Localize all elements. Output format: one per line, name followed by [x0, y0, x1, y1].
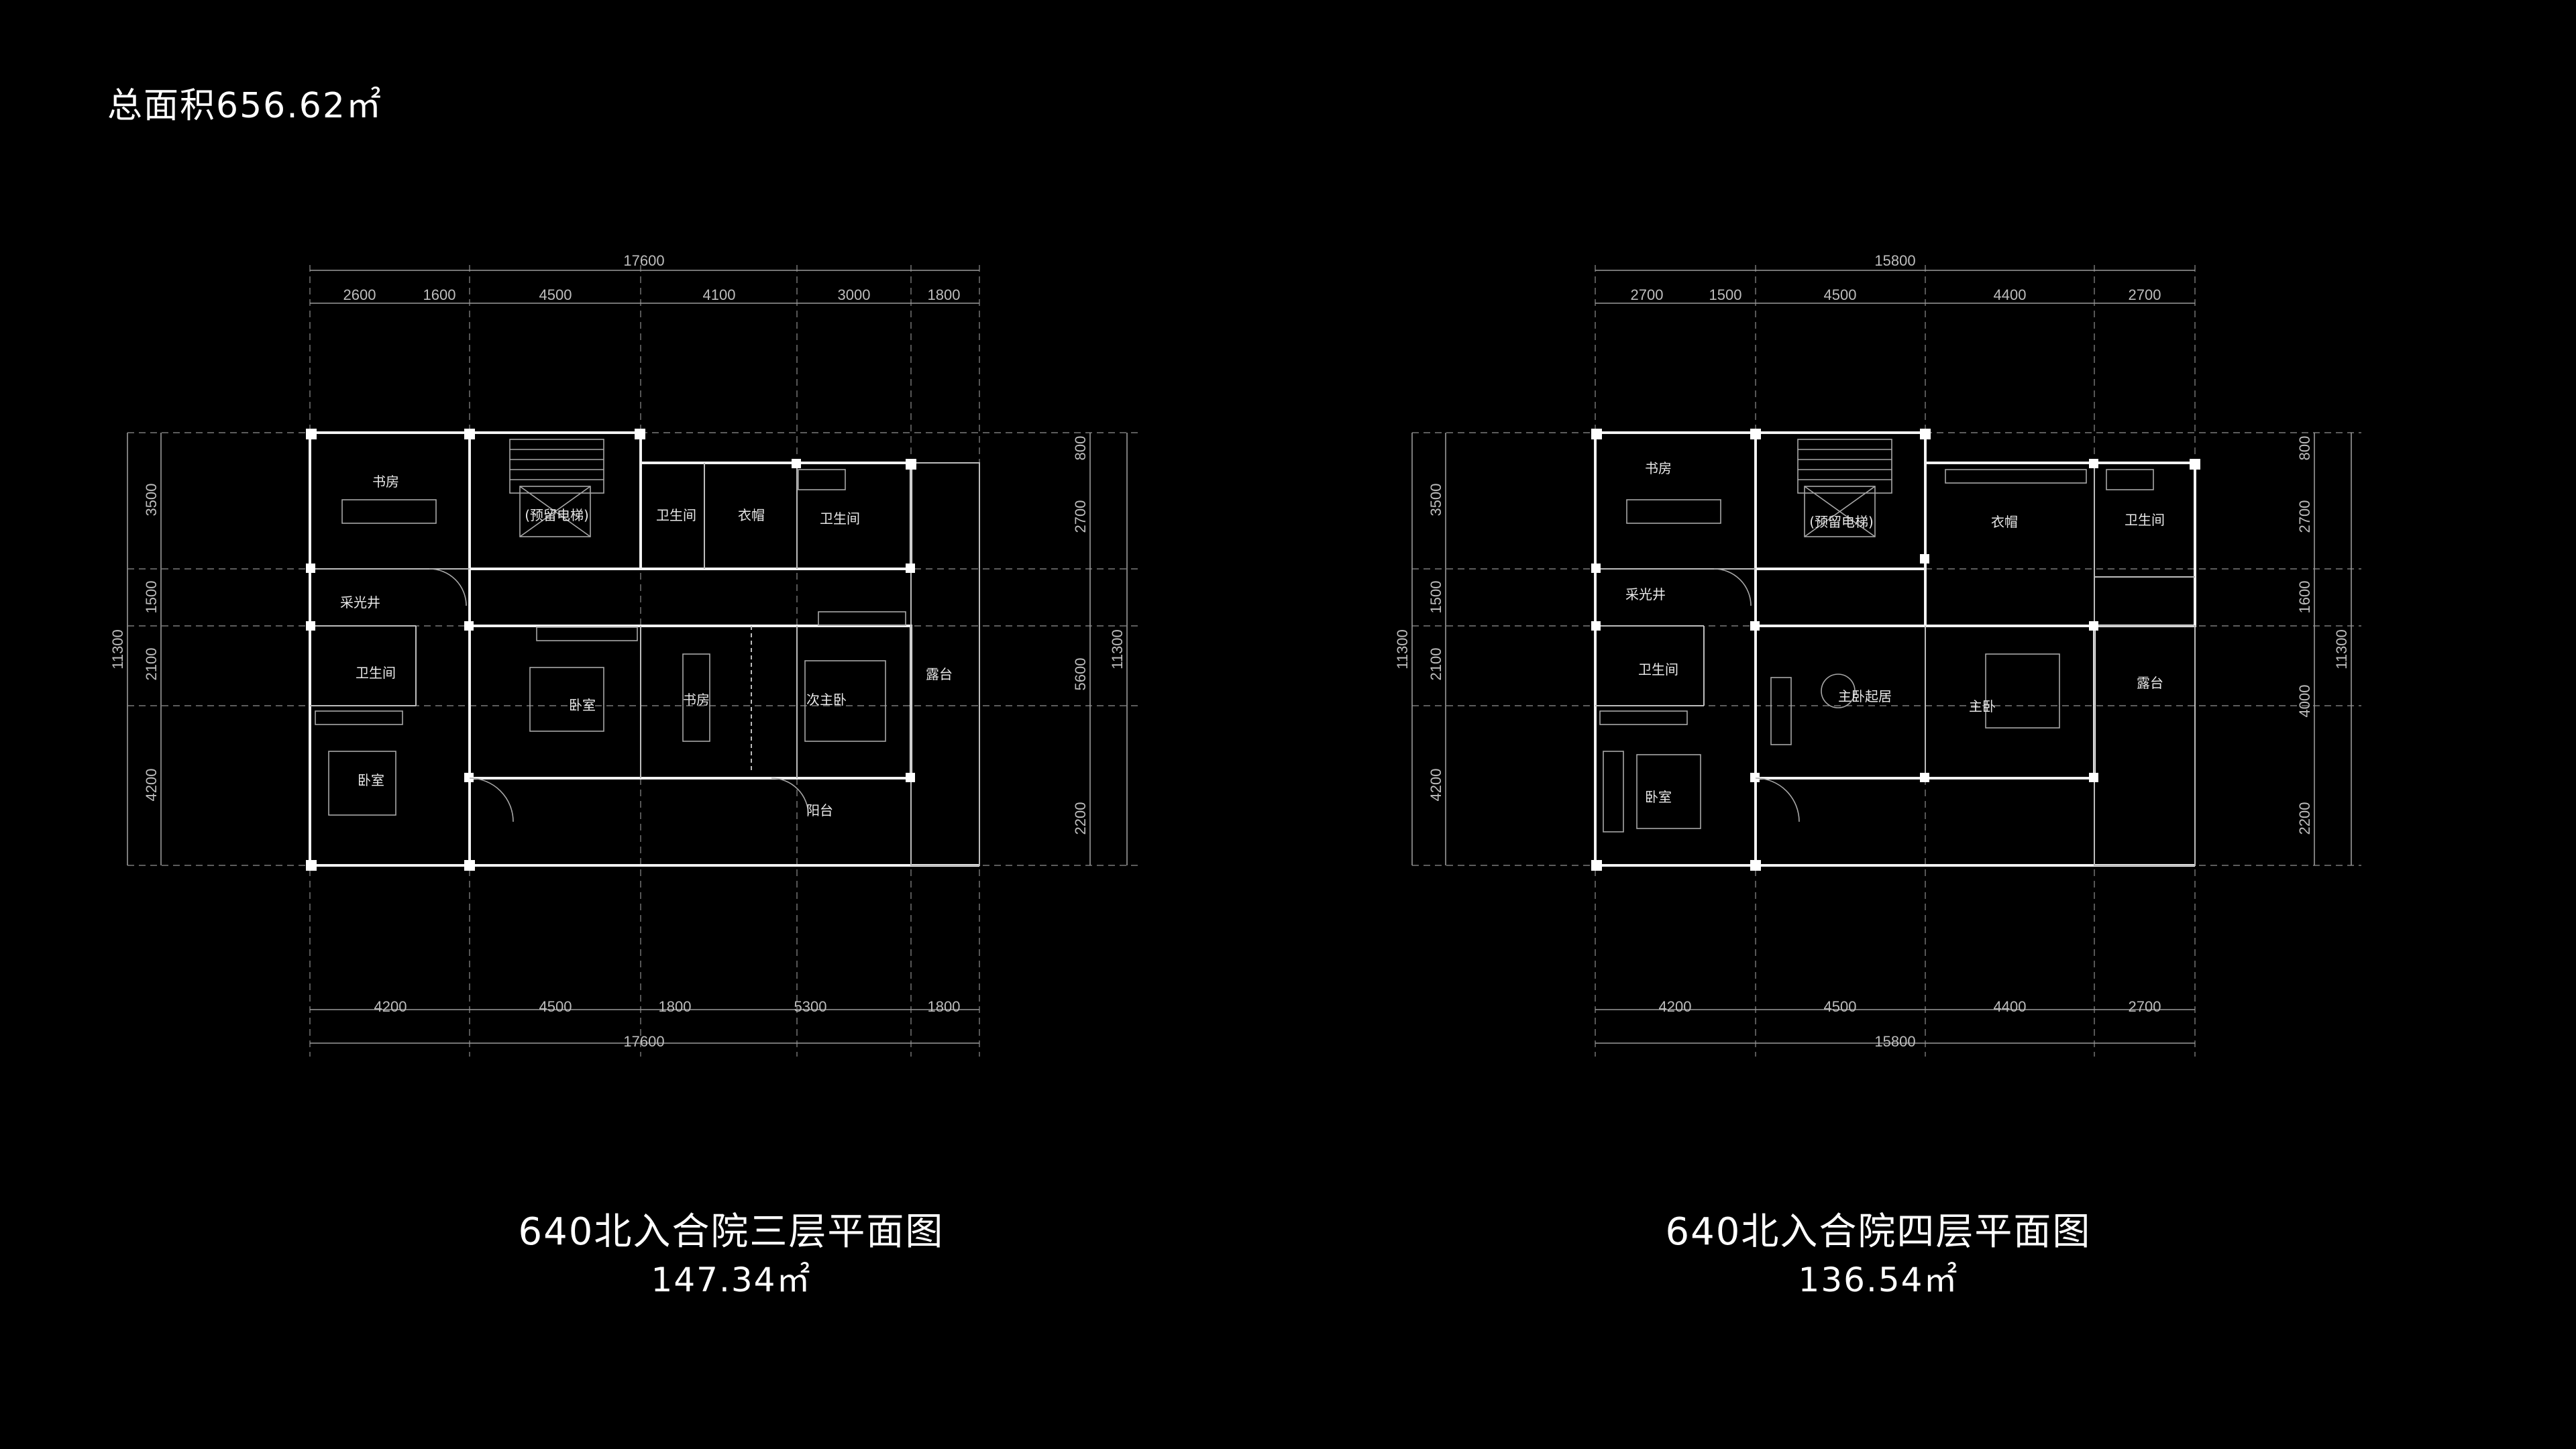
room-closet: 衣帽 [738, 507, 765, 523]
plan3-area: 147.34㎡ [651, 1260, 812, 1299]
svg-text:2700: 2700 [2129, 286, 2161, 303]
svg-text:1600: 1600 [2296, 581, 2313, 614]
svg-text:4200: 4200 [374, 998, 407, 1015]
svg-text:4500: 4500 [539, 286, 572, 303]
room-labels: 书房 (预留电梯) 卫生间 衣帽 卫生间 采光井 卫生间 卧室 书房 次主卧 露… [340, 474, 953, 818]
fixtures [1599, 439, 2154, 833]
svg-text:3000: 3000 [838, 286, 871, 303]
room-bedroom-1: 卧室 [569, 697, 596, 713]
svg-text:15800: 15800 [1874, 1033, 1915, 1050]
svg-text:5600: 5600 [1072, 658, 1089, 691]
svg-text:17600: 17600 [623, 252, 664, 269]
svg-text:3500: 3500 [143, 484, 160, 517]
room-lightwell: 采光井 [340, 594, 380, 610]
svg-text:4500: 4500 [539, 998, 572, 1015]
dimension-lines [1411, 270, 2352, 1044]
svg-text:2200: 2200 [1072, 802, 1089, 835]
walls [309, 431, 980, 867]
svg-text:800: 800 [1072, 436, 1089, 461]
room-balcony: 阳台 [806, 802, 833, 818]
svg-text:5300: 5300 [794, 998, 827, 1015]
svg-text:4500: 4500 [1824, 998, 1857, 1015]
plan-fourth-floor: 书房 (预留电梯) 衣帽 卫生间 采光井 卫生间 主卧起居 主卧 露台 卧室 1… [1394, 252, 2361, 1299]
room-terrace: 露台 [926, 666, 953, 682]
columns [1591, 429, 2200, 871]
svg-text:1600: 1600 [423, 286, 456, 303]
svg-text:1500: 1500 [1428, 581, 1444, 614]
room-bath-3: 卫生间 [356, 665, 396, 681]
svg-text:2700: 2700 [1631, 286, 1664, 303]
svg-text:4200: 4200 [1659, 998, 1692, 1015]
svg-text:11300: 11300 [109, 629, 126, 669]
plan4-title: 640北入合院四层平面图 [1666, 1210, 2092, 1254]
room-study-left: 书房 [372, 474, 399, 490]
svg-text:15800: 15800 [1874, 252, 1915, 269]
room-study: 书房 [1645, 460, 1672, 476]
room-master-living: 主卧起居 [1838, 688, 1892, 704]
room-labels: 书房 (预留电梯) 衣帽 卫生间 采光井 卫生间 主卧起居 主卧 露台 卧室 [1625, 460, 2165, 805]
svg-text:2100: 2100 [143, 648, 160, 681]
room-bath-1: 卫生间 [656, 507, 696, 523]
room-closet: 衣帽 [1991, 514, 2018, 530]
svg-text:4400: 4400 [1994, 998, 2027, 1015]
svg-text:1500: 1500 [143, 581, 160, 614]
svg-text:17600: 17600 [623, 1033, 664, 1050]
svg-text:3500: 3500 [1428, 484, 1444, 517]
room-bath-1: 卫生间 [2125, 512, 2165, 528]
dimension-text: 15800 2700 1500 4500 4400 2700 4200 4500… [1394, 252, 2350, 1050]
total-area-title: 总面积656.62㎡ [107, 86, 382, 126]
svg-text:2100: 2100 [1428, 648, 1444, 681]
svg-text:2200: 2200 [2296, 802, 2313, 835]
svg-text:11300: 11300 [1394, 629, 1411, 669]
fixtures [315, 439, 906, 822]
room-terrace: 露台 [2137, 675, 2163, 691]
svg-text:800: 800 [2296, 436, 2313, 461]
room-bath-2: 卫生间 [820, 511, 860, 527]
walls [1594, 431, 2196, 867]
svg-text:4400: 4400 [1994, 286, 2027, 303]
svg-text:4000: 4000 [2296, 685, 2313, 718]
room-lightwell: 采光井 [1625, 586, 1666, 602]
svg-text:1500: 1500 [1709, 286, 1742, 303]
room-elevator: (预留电梯) [525, 507, 589, 523]
room-elevator: (预留电梯) [1809, 514, 1874, 530]
room-bath-2: 卫生间 [1638, 661, 1678, 678]
svg-text:11300: 11300 [2333, 629, 2350, 669]
svg-text:4200: 4200 [1428, 769, 1444, 802]
columns [306, 429, 916, 871]
room-second-master: 次主卧 [806, 692, 847, 708]
plan-third-floor: 书房 (预留电梯) 卫生间 衣帽 卫生间 采光井 卫生间 卧室 书房 次主卧 露… [109, 252, 1140, 1299]
svg-text:2700: 2700 [2296, 500, 2313, 533]
svg-text:1800: 1800 [928, 998, 961, 1015]
dimension-text: 17600 2600 1600 4500 4100 3000 1800 4200… [109, 252, 1126, 1050]
plan4-area: 136.54㎡ [1799, 1260, 1959, 1299]
room-bedroom-2: 卧室 [358, 772, 384, 788]
svg-text:4500: 4500 [1824, 286, 1857, 303]
svg-text:4100: 4100 [703, 286, 736, 303]
room-study-mid: 书房 [683, 692, 710, 708]
svg-text:2700: 2700 [2129, 998, 2161, 1015]
svg-text:2600: 2600 [343, 286, 376, 303]
grid-lines [127, 265, 1140, 1057]
svg-text:1800: 1800 [928, 286, 961, 303]
room-master: 主卧 [1969, 698, 1996, 714]
grid-lines [1412, 265, 2361, 1057]
svg-text:4200: 4200 [143, 769, 160, 802]
room-bedroom: 卧室 [1645, 789, 1672, 805]
dimension-lines [127, 270, 1128, 1044]
plan3-title: 640北入合院三层平面图 [519, 1210, 945, 1254]
svg-text:1800: 1800 [659, 998, 692, 1015]
svg-text:2700: 2700 [1072, 500, 1089, 533]
svg-text:11300: 11300 [1109, 629, 1126, 669]
